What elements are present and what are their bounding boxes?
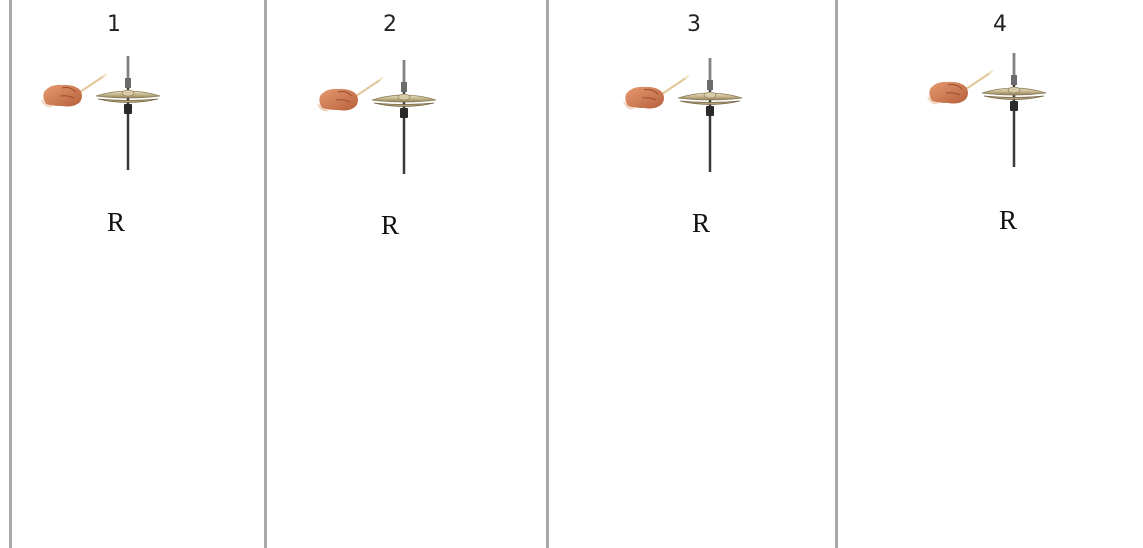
- divider-2-3: [546, 0, 549, 548]
- beat-number: 4: [980, 12, 1020, 37]
- hi-hat-cymbal-icon: [622, 50, 762, 180]
- divider-1-2: [264, 0, 267, 548]
- hi-hat-cymbal-icon: [316, 52, 456, 182]
- hand-label: R: [96, 207, 136, 238]
- beat-number: 1: [94, 12, 134, 37]
- hi-hat-cymbal-icon: [926, 45, 1066, 175]
- beat-column-4: 4 R: [841, 0, 1041, 300]
- beat-number: 3: [674, 12, 714, 37]
- hand-label: R: [681, 208, 721, 239]
- beat-column-2: 2 R: [270, 0, 470, 300]
- beat-column-1: 1 R: [10, 0, 210, 300]
- hand-label: R: [988, 205, 1028, 236]
- divider-3-4: [835, 0, 838, 548]
- hi-hat-cymbal-icon: [40, 48, 180, 178]
- beat-column-3: 3 R: [552, 0, 752, 300]
- hand-label: R: [370, 210, 410, 241]
- beat-number: 2: [370, 12, 410, 37]
